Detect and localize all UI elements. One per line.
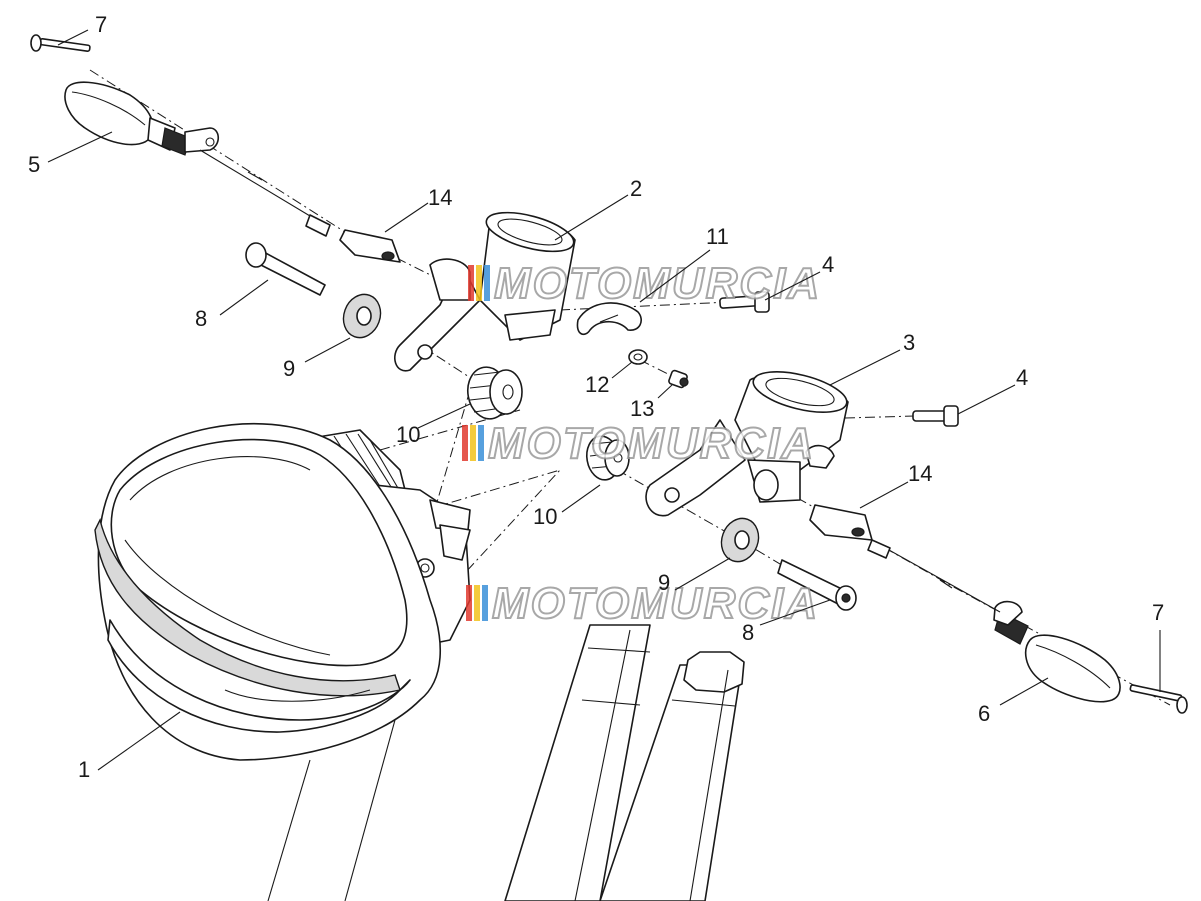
mounting-bolt-upper	[245, 242, 326, 296]
callout-10-upper: 10	[396, 422, 420, 447]
watermark-text: MOTOMURCIA	[492, 579, 819, 628]
small-screw	[668, 369, 689, 389]
callout-10-lower: 10	[533, 504, 557, 529]
callout-2: 2	[630, 176, 642, 201]
callout-9-upper: 9	[283, 356, 295, 381]
fork-tube-under-headlight	[267, 719, 396, 901]
leader-lines	[47, 29, 1161, 771]
grommet-upper	[466, 366, 523, 420]
grommet-lower	[585, 435, 630, 481]
watermark-bottom: MOTOMURCIA	[466, 578, 819, 629]
mounting-bolt-lower	[777, 559, 857, 611]
watermark-middle: MOTOMURCIA	[462, 418, 815, 469]
turn-signal-right	[867, 539, 1121, 703]
callout-4-upper: 4	[822, 252, 834, 277]
watermark-top: MOTOMURCIA	[468, 258, 821, 309]
callout-8-lower: 8	[742, 620, 754, 645]
washer-lower	[720, 517, 760, 563]
callout-5: 5	[28, 152, 40, 177]
callout-1: 1	[78, 757, 90, 782]
callout-14-lower: 14	[908, 461, 932, 486]
callout-12: 12	[585, 372, 609, 397]
callout-9-lower: 9	[658, 570, 670, 595]
washer-upper	[342, 293, 382, 339]
callout-8-upper: 8	[195, 306, 207, 331]
headlight	[94, 422, 471, 761]
watermark-text: MOTOMURCIA	[494, 259, 821, 308]
fork-tube-left	[504, 624, 651, 901]
callout-6: 6	[978, 701, 990, 726]
callout-7-lower: 7	[1152, 600, 1164, 625]
turn-signal-left	[64, 81, 331, 237]
fork-tube-right	[599, 651, 745, 901]
bolt-upper	[719, 291, 770, 313]
screw-right	[1129, 684, 1188, 714]
callout-7-upper: 7	[95, 12, 107, 37]
bolt-lower	[912, 405, 959, 427]
watermark-text: MOTOMURCIA	[488, 419, 815, 468]
callout-labels: 1 2 3 4 4 5 6 7 7 8 8 9 9 10 10 11 12 13…	[28, 12, 1164, 782]
callout-14-upper: 14	[428, 185, 452, 210]
circlip	[576, 302, 642, 336]
callout-4-lower: 4	[1016, 365, 1028, 390]
callout-13: 13	[630, 396, 654, 421]
callout-11: 11	[706, 224, 729, 249]
upper-bracket	[394, 211, 576, 372]
connector-upper	[339, 229, 401, 263]
callout-3: 3	[903, 330, 915, 355]
small-washer	[628, 349, 648, 365]
screw-left	[30, 34, 91, 52]
connector-lower	[809, 504, 873, 541]
lower-bracket	[645, 371, 849, 517]
